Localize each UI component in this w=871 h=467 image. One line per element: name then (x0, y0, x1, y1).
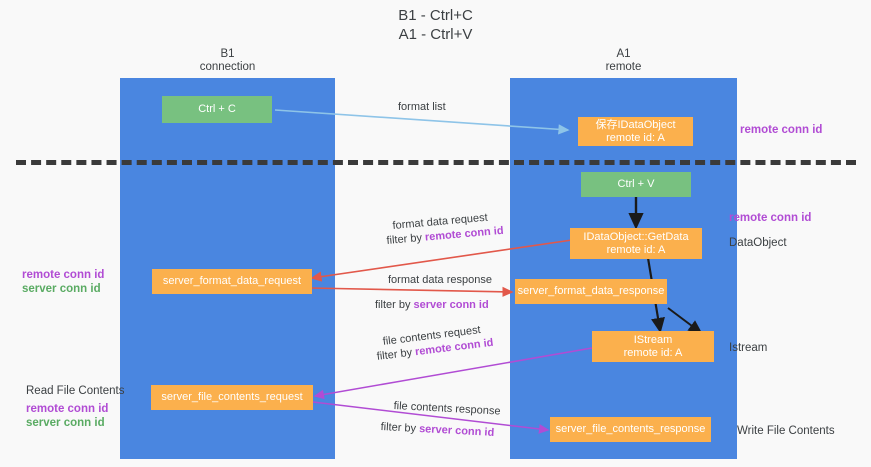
annotation-read-file-contents: Read File Contents (26, 385, 125, 397)
box-idataobject-getdata-line2: remote id: A (606, 243, 666, 256)
diagram-title: B1 - Ctrl+C A1 - Ctrl+V (0, 6, 871, 44)
box-idataobject-getdata[interactable]: IDataObject::GetData remote id: A (570, 228, 702, 259)
box-ctrl-v-label: Ctrl + V (617, 178, 655, 190)
box-save-idataobject[interactable]: 保存IDataObject remote id: A (578, 117, 693, 146)
box-server-file-contents-response[interactable]: server_file_contents_response (550, 417, 711, 442)
filter-highlight-server-conn-id-1: server conn id (413, 299, 489, 311)
column-header-a1-name: A1 (616, 48, 631, 60)
box-server-file-contents-request-label: server_file_contents_request (161, 391, 303, 403)
box-save-idataobject-line2: remote id: A (606, 131, 665, 144)
filter-prefix-2: filter by (375, 299, 414, 311)
annotation-left-server-conn-id-bot: server conn id (26, 417, 105, 429)
box-idataobject-getdata-line1: IDataObject::GetData (583, 230, 689, 243)
box-server-format-data-request[interactable]: server_format_data_request (152, 269, 312, 294)
box-ctrl-c[interactable]: Ctrl + C (162, 96, 272, 123)
filter-prefix-3: filter by (376, 346, 416, 363)
phase-divider (16, 160, 856, 165)
annotation-dataobject: DataObject (729, 237, 787, 249)
box-save-idataobject-line1: 保存IDataObject (595, 118, 676, 131)
annotation-write-file-contents: Write File Contents (737, 425, 835, 437)
box-ctrl-v[interactable]: Ctrl + V (581, 172, 691, 197)
column-header-b1: B1 connection (120, 48, 335, 74)
edge-label-file-contents-response: file contents response (393, 399, 501, 418)
annotation-remote-conn-id-top: remote conn id (740, 124, 823, 136)
box-server-file-contents-response-label: server_file_contents_response (555, 423, 706, 435)
filter-highlight-server-conn-id-2: server conn id (418, 423, 495, 439)
title-line-1: B1 - Ctrl+C (398, 7, 473, 24)
filter-prefix-4: filter by (380, 420, 420, 435)
annotation-left-remote-conn-id-bot: remote conn id (26, 403, 109, 415)
box-server-file-contents-request[interactable]: server_file_contents_request (151, 385, 313, 410)
box-server-format-data-request-label: server_format_data_request (162, 275, 302, 287)
column-header-a1: A1 remote (510, 48, 737, 74)
box-istream-line2: remote id: A (623, 346, 683, 359)
column-header-b1-name: B1 (220, 48, 235, 60)
annotation-istream: Istream (729, 342, 768, 354)
column-header-a1-sub: remote (605, 61, 642, 73)
box-server-format-data-response-label: server_format_data_response (517, 285, 665, 297)
box-istream-line1: IStream (633, 333, 673, 346)
edge-label-filter-by-server-conn-id-2: filter by server conn id (380, 420, 494, 440)
annotation-left-server-conn-id-mid: server conn id (22, 283, 101, 295)
box-server-format-data-response[interactable]: server_format_data_response (515, 279, 667, 304)
box-ctrl-c-label: Ctrl + C (198, 103, 236, 115)
annotation-remote-conn-id-mid: remote conn id (729, 212, 812, 224)
column-header-b1-sub: connection (199, 61, 256, 73)
edge-label-filter-by-server-conn-id-1: filter by server conn id (375, 298, 489, 312)
edge-label-format-list: format list (398, 101, 446, 113)
box-istream[interactable]: IStream remote id: A (592, 331, 714, 362)
annotation-left-remote-conn-id-mid: remote conn id (22, 269, 105, 281)
title-line-2: A1 - Ctrl+V (398, 26, 473, 43)
edge-label-format-data-response: format data response (388, 274, 492, 286)
filter-prefix-1: filter by (386, 231, 426, 247)
